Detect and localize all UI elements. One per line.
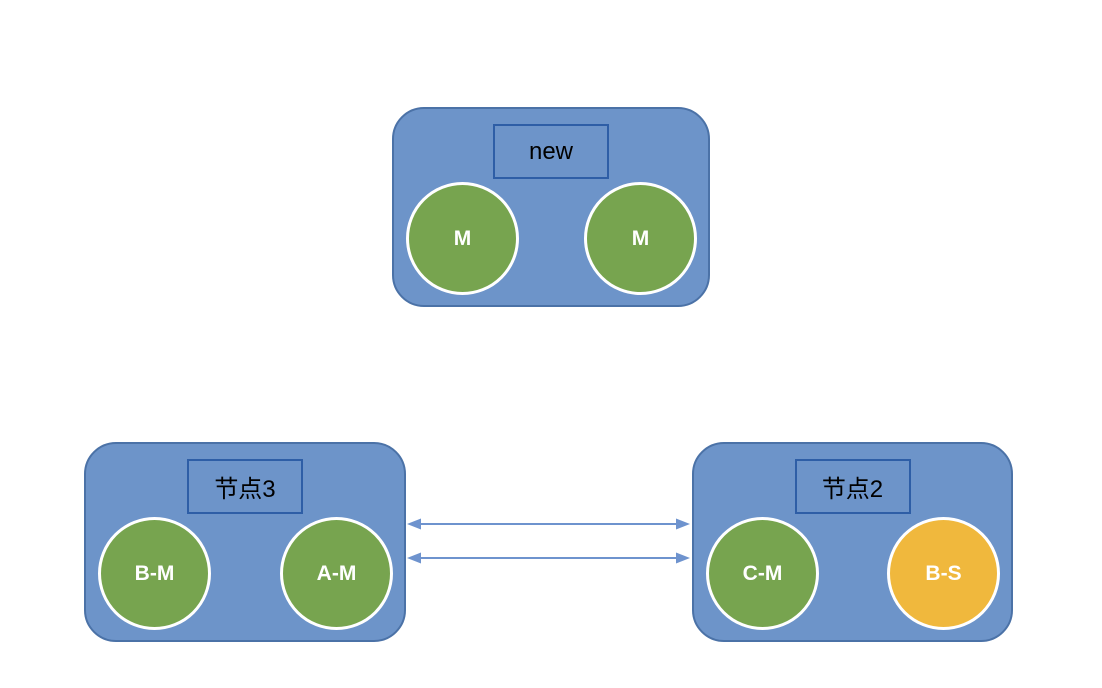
member-circle: C-M [706,517,819,630]
member-circle: B-S [887,517,1000,630]
node-box-2: 节点2 C-M B-S [692,442,1013,642]
sync-arrow-top [407,518,690,530]
member-circle: M [584,182,697,295]
node-title-2: 节点2 [794,459,911,514]
node-box-new: new M M [392,107,710,307]
node-box-3: 节点3 B-M A-M [84,442,406,642]
node-title-3: 节点3 [187,459,303,514]
sync-arrow-bottom [407,552,690,564]
member-circle: B-M [98,517,211,630]
node-title-new: new [493,124,609,179]
member-circle: A-M [280,517,393,630]
member-circle: M [406,182,519,295]
